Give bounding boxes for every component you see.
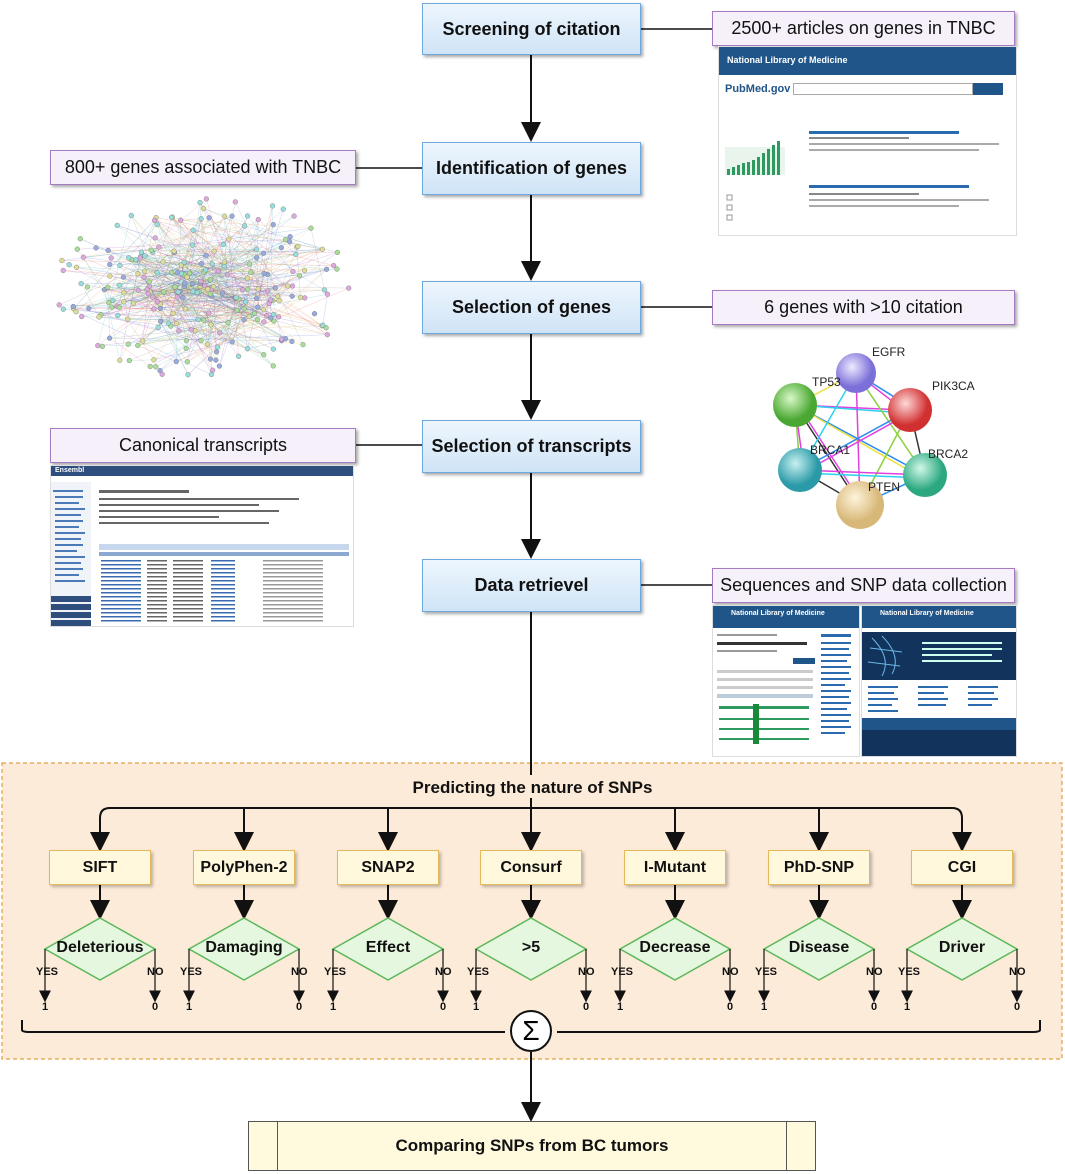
no-value: 0 bbox=[440, 1001, 447, 1013]
step-identification: Identification of genes bbox=[422, 142, 641, 195]
yes-value: 1 bbox=[330, 1001, 337, 1013]
decision-diamond bbox=[331, 917, 445, 981]
criterion-label: Disease bbox=[788, 939, 850, 956]
yes-value: 1 bbox=[473, 1001, 480, 1013]
yes-label: YES bbox=[36, 966, 59, 978]
yes-value: 1 bbox=[42, 1001, 49, 1013]
label-brca2: BRCA2 bbox=[928, 447, 968, 461]
no-label: NO bbox=[722, 966, 739, 978]
no-label: NO bbox=[1009, 966, 1026, 978]
no-label: NO bbox=[291, 966, 308, 978]
label-tp53: TP53 bbox=[812, 375, 841, 389]
label-pik3ca: PIK3CA bbox=[932, 379, 975, 393]
tool-snap2: SNAP2 bbox=[337, 850, 439, 885]
ncbi-gene-screenshot: National Library of Medicine bbox=[712, 605, 860, 757]
criterion-label: >5 bbox=[521, 939, 541, 956]
no-value: 0 bbox=[152, 1001, 159, 1013]
ncbi-header-1: National Library of Medicine bbox=[731, 610, 825, 617]
tool-sift: SIFT bbox=[49, 850, 151, 885]
criterion-label: Effect bbox=[365, 939, 411, 956]
decision-diamond bbox=[618, 917, 732, 981]
tool-consurf: Consurf bbox=[480, 850, 582, 885]
no-label: NO bbox=[578, 966, 595, 978]
label-genes-citation: 6 genes with >10 citation bbox=[712, 290, 1015, 325]
label-sequences: Sequences and SNP data collection bbox=[712, 568, 1015, 603]
step-selection-transcripts: Selection of transcripts bbox=[422, 420, 641, 473]
yes-label: YES bbox=[755, 966, 778, 978]
yes-value: 1 bbox=[761, 1001, 768, 1013]
no-label: NO bbox=[435, 966, 452, 978]
six-gene-network: EGFR TP53 PIK3CA BRCA1 BRCA2 PTEN bbox=[773, 345, 975, 529]
tool-phd-snp: PhD-SNP bbox=[768, 850, 870, 885]
label-pten: PTEN bbox=[868, 480, 900, 494]
sigma-symbol: Σ bbox=[510, 1010, 552, 1052]
label-canonical: Canonical transcripts bbox=[50, 428, 356, 463]
node-pten bbox=[836, 481, 884, 529]
decision-diamond bbox=[187, 917, 301, 981]
no-value: 0 bbox=[1014, 1001, 1021, 1013]
yes-value: 1 bbox=[186, 1001, 193, 1013]
node-pik3ca bbox=[888, 388, 932, 432]
ncbi-dbsnp-screenshot: National Library of Medicine bbox=[861, 605, 1017, 757]
no-label: NO bbox=[866, 966, 883, 978]
predict-title: Predicting the nature of SNPs bbox=[412, 778, 653, 797]
ensembl-logo: Ensembl bbox=[55, 467, 85, 474]
criterion-label: Damaging bbox=[205, 939, 283, 956]
node-tp53 bbox=[773, 383, 817, 427]
node-brca2 bbox=[903, 453, 947, 497]
label-genes-associated: 800+ genes associated with TNBC bbox=[50, 150, 356, 185]
pubmed-header-text: National Library of Medicine bbox=[727, 55, 848, 65]
no-value: 0 bbox=[871, 1001, 878, 1013]
yes-label: YES bbox=[467, 966, 490, 978]
no-value: 0 bbox=[296, 1001, 303, 1013]
yes-label: YES bbox=[324, 966, 347, 978]
no-label: NO bbox=[147, 966, 164, 978]
pubmed-logo: PubMed.gov bbox=[725, 83, 791, 95]
decision-diamond bbox=[762, 917, 876, 981]
yes-label: YES bbox=[611, 966, 634, 978]
decision-diamond bbox=[474, 917, 588, 981]
label-egfr: EGFR bbox=[872, 345, 906, 359]
label-articles: 2500+ articles on genes in TNBC bbox=[712, 11, 1015, 46]
final-step: Comparing SNPs from BC tumors bbox=[248, 1121, 816, 1171]
ensembl-screenshot: Ensembl bbox=[50, 465, 354, 627]
tool-polyphen-2: PolyPhen-2 bbox=[193, 850, 295, 885]
tool-i-mutant: I-Mutant bbox=[624, 850, 726, 885]
yes-label: YES bbox=[898, 966, 921, 978]
yes-value: 1 bbox=[617, 1001, 624, 1013]
gene-network-image bbox=[56, 196, 352, 378]
step-selection-genes: Selection of genes bbox=[422, 281, 641, 334]
label-brca1: BRCA1 bbox=[810, 443, 850, 457]
step-screening: Screening of citation bbox=[422, 3, 641, 55]
ncbi-header-2: National Library of Medicine bbox=[880, 610, 974, 617]
step-data-retrieval: Data retrievel bbox=[422, 559, 641, 612]
decision-diamond bbox=[43, 917, 157, 981]
no-value: 0 bbox=[727, 1001, 734, 1013]
yes-label: YES bbox=[180, 966, 203, 978]
criterion-label: Driver bbox=[938, 939, 986, 956]
node-brca1 bbox=[778, 448, 822, 492]
tool-cgi: CGI bbox=[911, 850, 1013, 885]
pubmed-screenshot: National Library of Medicine PubMed.gov bbox=[718, 46, 1017, 236]
decision-diamond bbox=[905, 917, 1019, 981]
no-value: 0 bbox=[583, 1001, 590, 1013]
final-step-label: Comparing SNPs from BC tumors bbox=[277, 1122, 787, 1170]
criterion-label: Decrease bbox=[639, 939, 711, 956]
criterion-label: Deleterious bbox=[56, 939, 144, 956]
yes-value: 1 bbox=[904, 1001, 911, 1013]
node-egfr bbox=[836, 353, 876, 393]
